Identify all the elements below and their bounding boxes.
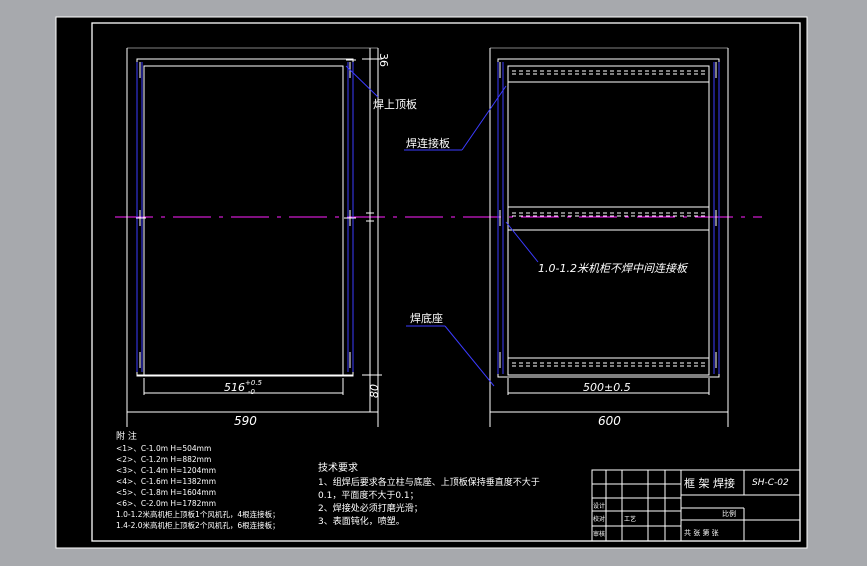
- title-checker: 校对: [593, 515, 605, 523]
- tech-title: 技术要求: [318, 461, 358, 474]
- right-dim-inner: 500±0.5: [583, 381, 631, 394]
- tech-item: 0.1，平面度不大于0.1；: [318, 489, 419, 501]
- right-brackets: [499, 62, 717, 368]
- title-reviewer: 审核: [593, 530, 605, 538]
- label-connect-plate: 焊连接板: [406, 136, 450, 150]
- title-designer: 设计: [593, 502, 605, 510]
- right-view: [489, 47, 729, 427]
- tech-item: 1、组焊后要求各立柱与底座、上顶板保持垂直度不大于: [318, 476, 540, 488]
- left-dim-inner: 516+0.5-0: [224, 379, 263, 396]
- left-dim-height: 80: [368, 384, 381, 398]
- notes-item: <2>、C-1.2m H=882mm: [116, 455, 211, 464]
- right-dim-width: 600: [598, 414, 621, 428]
- drawing-frame: [91, 22, 801, 542]
- left-brackets: [136, 59, 356, 368]
- tech-block: 技术要求 1、组焊后要求各立柱与底座、上顶板保持垂直度不大于 0.1，平面度不大…: [318, 461, 540, 527]
- tech-item: 2、焊接处必须打磨光滑；: [318, 502, 423, 514]
- title-name: 框 架 焊接: [684, 476, 735, 490]
- notes-item: <3>、C-1.4m H=1204mm: [116, 466, 216, 475]
- label-middle-note: 1.0-1.2米机柜不焊中间连接板: [538, 262, 689, 275]
- label-base: 焊底座: [410, 311, 443, 325]
- notes-title: 附 注: [116, 430, 137, 442]
- title-block: [591, 469, 801, 542]
- right-inner-panel: [507, 65, 710, 376]
- label-top-plate: 焊上顶板: [373, 97, 417, 111]
- notes-item: <4>、C-1.6m H=1382mm: [116, 477, 216, 486]
- title-sheet: 共 张 第 张: [684, 528, 719, 537]
- title-scale: 比例: [722, 509, 736, 518]
- left-view: [126, 47, 382, 427]
- left-dim-width: 590: [234, 414, 257, 428]
- tech-item: 3、表面钝化，喷塑。: [318, 515, 405, 527]
- title-code: SH-C-02: [752, 478, 789, 488]
- notes-item: <5>、C-1.8m H=1604mm: [116, 488, 216, 497]
- notes-extra: 1.4-2.0米高机柜上顶板2个风机孔，6根连接板；: [116, 520, 280, 530]
- leader-lines: [345, 65, 539, 387]
- notes-extra: 1.0-1.2米高机柜上顶板1个风机孔，4根连接板；: [116, 509, 280, 519]
- left-dim-top: 36: [377, 53, 390, 67]
- notes-block: 附 注 <1>、C-1.0m H=504mm <2>、C-1.2m H=882m…: [116, 430, 280, 530]
- notes-item: <1>、C-1.0m H=504mm: [116, 444, 211, 453]
- drawing-sheet: [55, 16, 808, 549]
- notes-item: <6>、C-2.0m H=1782mm: [116, 499, 216, 508]
- title-process: 工艺: [624, 515, 636, 523]
